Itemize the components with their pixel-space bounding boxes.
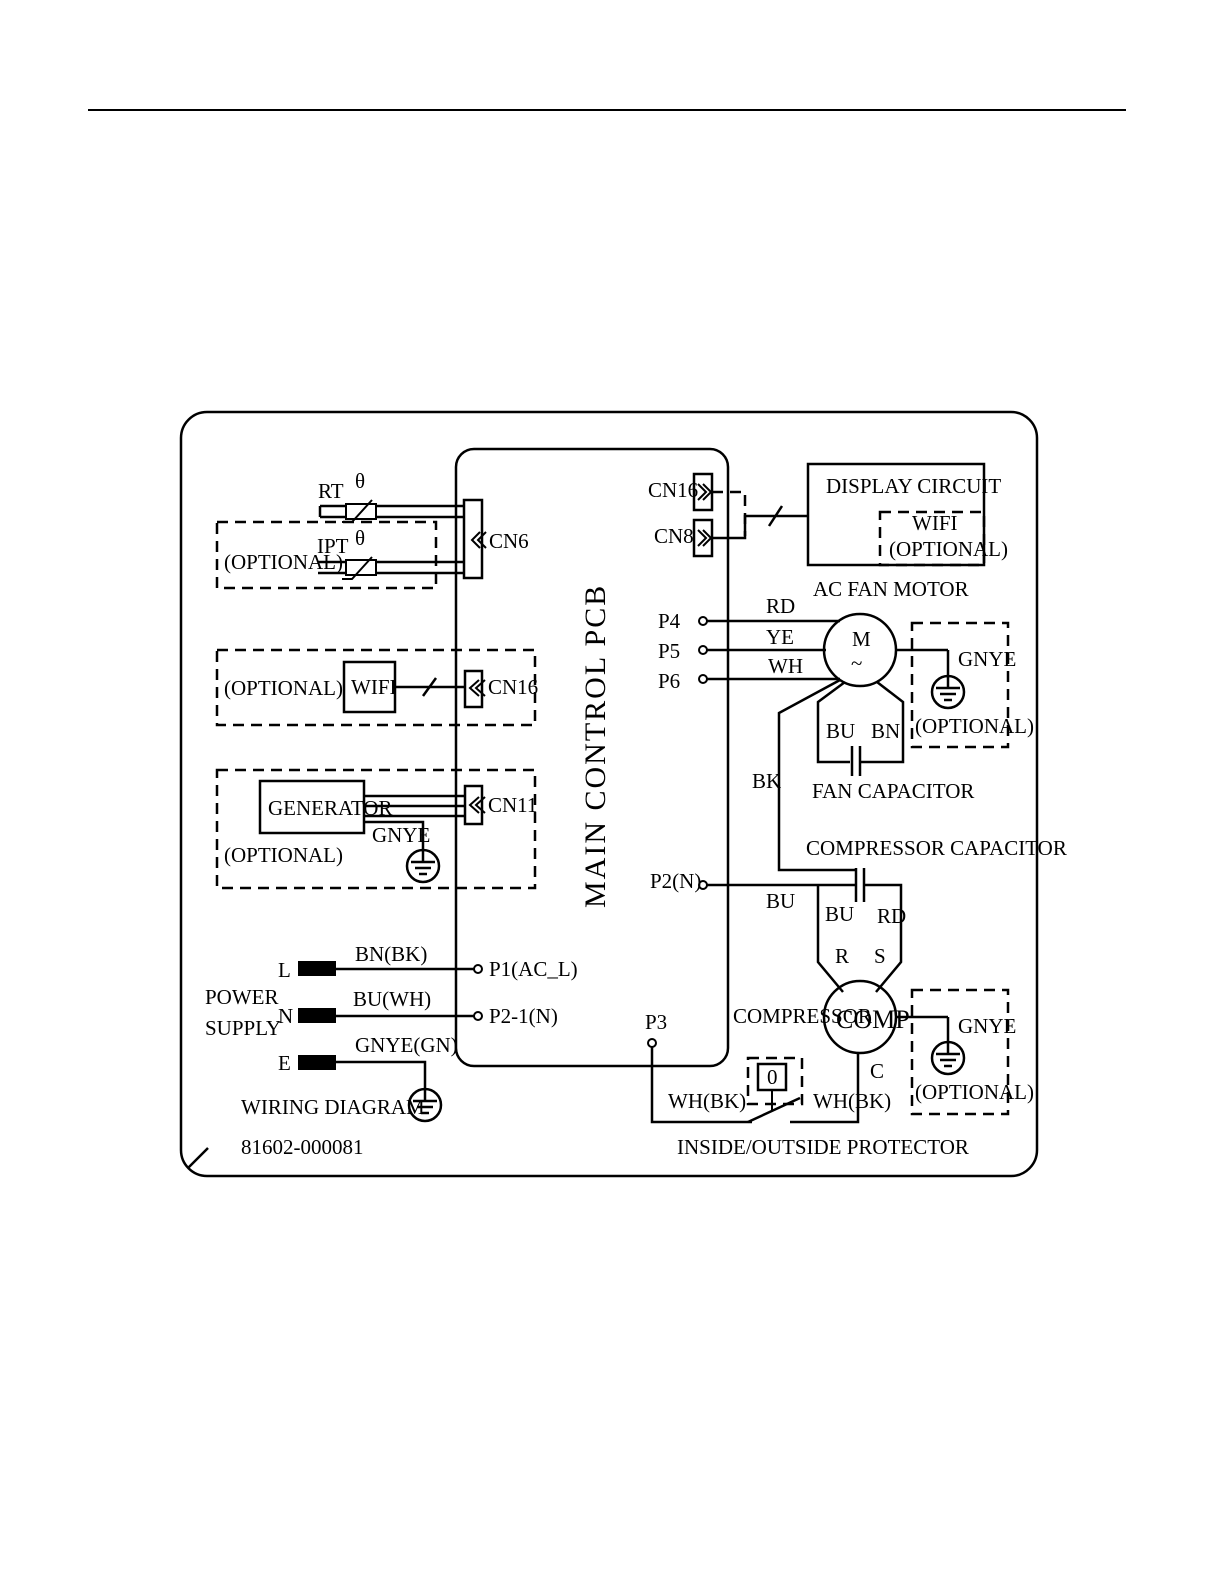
cn8-connector	[692, 518, 714, 558]
n-label: N	[278, 1004, 293, 1028]
p2n-label: P2(N)	[650, 869, 701, 893]
comp-ground-optional-box	[910, 988, 1010, 1116]
wiring-diagram-label: WIRING DIAGRAM	[241, 1095, 425, 1119]
p2n-bu-wire-label: BU	[766, 889, 795, 913]
part-number-label: 81602-000081	[241, 1135, 364, 1159]
frame-corner-mark	[187, 1147, 209, 1169]
p5-label: P5	[658, 639, 680, 663]
generator-gnye-label: GNYE	[372, 823, 430, 847]
supply-ground-icon	[407, 1087, 443, 1123]
bn-bk-label: BN(BK)	[355, 942, 427, 966]
display-wifi-optional-label: (OPTIONAL)	[889, 537, 1008, 561]
gnye-gn-label: GNYE(GN)	[355, 1033, 458, 1057]
l-label: L	[278, 958, 291, 982]
rt-theta-label: θ	[355, 469, 365, 493]
ipt-label: IPT	[317, 534, 349, 558]
ipt-optional-box	[215, 520, 438, 590]
bk-wire-label: BK	[752, 769, 781, 793]
e-label: E	[278, 1051, 291, 1075]
comp-ground-icon	[930, 1040, 966, 1076]
p2-1-label: P2-1(N)	[489, 1004, 558, 1028]
power-label: POWER	[205, 985, 279, 1009]
generator-optional-label: (OPTIONAL)	[224, 843, 343, 867]
fan-ground-icon	[930, 674, 966, 710]
display-circuit-label: DISPLAY CIRCUIT	[826, 474, 1001, 498]
comp-cap-bu-label: BU	[825, 902, 854, 926]
fan-ground-optional-box	[910, 621, 1010, 749]
l-plug	[298, 961, 336, 976]
compressor-capacitor-label: COMPRESSOR CAPACITOR	[806, 836, 1067, 860]
display-wifi-label: WIFI	[912, 511, 958, 535]
protector-zero-label: 0	[767, 1065, 778, 1089]
diagram-frame	[179, 410, 1039, 1178]
ipt-thermistor	[345, 559, 377, 576]
cn16-right-label: CN16	[648, 478, 698, 502]
rt-label: RT	[318, 479, 344, 503]
wifi-optional-label: (OPTIONAL)	[224, 676, 343, 700]
wh-wire-label: WH	[768, 654, 803, 678]
comp-label: COMP	[836, 1005, 910, 1034]
cn16-left-label: CN16	[488, 675, 538, 699]
main-control-pcb	[454, 447, 730, 1068]
p4-terminal	[698, 616, 708, 626]
cn6-label: CN6	[489, 529, 529, 553]
fan-cap-bn-label: BN	[871, 719, 900, 743]
fan-capacitor-label: FAN CAPACITOR	[812, 779, 974, 803]
cn8-label: CN8	[654, 524, 694, 548]
wifi-module-label: WIFI	[351, 675, 397, 699]
generator-ground-icon	[405, 848, 441, 884]
ac-fan-motor-label: AC FAN MOTOR	[813, 577, 969, 601]
bu-wh-label: BU(WH)	[353, 987, 431, 1011]
rd-wire-label: RD	[766, 594, 795, 618]
display-wifi-box	[878, 510, 986, 567]
comp-s-label: S	[874, 944, 886, 968]
supply-label: SUPPLY	[205, 1016, 281, 1040]
p1-label: P1(AC_L)	[489, 957, 578, 981]
p6-terminal	[698, 674, 708, 684]
p3-label: P3	[645, 1010, 667, 1034]
p5-terminal	[698, 645, 708, 655]
protector-label: INSIDE/OUTSIDE PROTECTOR	[677, 1135, 969, 1159]
e-plug	[298, 1055, 336, 1070]
p2-1-terminal	[473, 1011, 483, 1021]
comp-gnye-label: GNYE	[958, 1014, 1016, 1038]
protector-box	[746, 1056, 804, 1106]
fan-cap-bu-label: BU	[826, 719, 855, 743]
cn6-connector	[462, 498, 484, 580]
wifi-optional-box	[215, 648, 537, 727]
compressor-label: COMPRESSOR	[733, 1004, 872, 1028]
p1-terminal	[473, 964, 483, 974]
p3-terminal	[647, 1038, 657, 1048]
fan-optional-label: (OPTIONAL)	[915, 714, 1034, 738]
fan-gnye-label: GNYE	[958, 647, 1016, 671]
main-control-pcb-label: MAIN CONTROL PCB	[579, 584, 612, 908]
fan-motor-tilde-label: ~	[851, 651, 862, 675]
ipt-theta-label: θ	[355, 526, 365, 550]
p4-label: P4	[658, 609, 681, 633]
p6-label: P6	[658, 669, 680, 693]
cn11-connector	[463, 784, 484, 826]
n-plug	[298, 1008, 336, 1023]
p3-wh-bk-label: WH(BK)	[668, 1089, 746, 1113]
comp-wh-bk-label: WH(BK)	[813, 1089, 891, 1113]
cn11-label: CN11	[488, 793, 537, 817]
ye-wire-label: YE	[766, 625, 794, 649]
comp-c-label: C	[870, 1059, 884, 1083]
comp-optional-label: (OPTIONAL)	[915, 1080, 1034, 1104]
cn16-left-connector	[463, 669, 484, 709]
fan-motor-m-label: M	[852, 627, 871, 651]
comp-cap-rd-label: RD	[877, 904, 906, 928]
generator-optional-box	[215, 768, 537, 890]
comp-r-label: R	[835, 944, 849, 968]
